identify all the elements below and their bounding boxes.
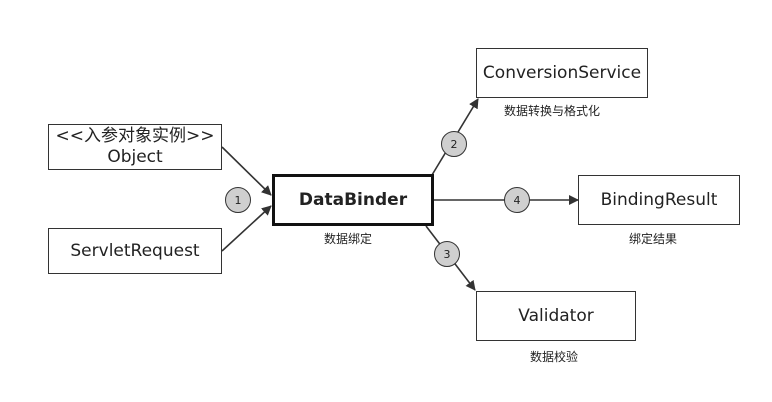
step-badge-2: 2 — [441, 131, 467, 157]
conversion-service-node: ConversionService — [476, 48, 648, 98]
step-badge-4: 4 — [504, 187, 530, 213]
object-node-label: Object — [107, 147, 163, 167]
object-node-stereotype: <<入参对象实例>> — [55, 126, 215, 146]
step-badge-1: 1 — [225, 187, 251, 213]
arrow-object-to-databinder — [221, 146, 272, 196]
arrow-servletrequest-to-databinder — [221, 205, 272, 252]
binding-result-caption: 绑定结果 — [629, 232, 678, 246]
binding-result-label: BindingResult — [600, 189, 718, 210]
object-node: <<入参对象实例>> Object — [48, 124, 222, 170]
conversion-service-caption: 数据转换与格式化 — [504, 104, 601, 118]
data-binder-caption: 数据绑定 — [324, 232, 373, 246]
validator-caption: 数据校验 — [530, 350, 579, 364]
conversion-service-label: ConversionService — [482, 62, 642, 83]
validator-node: Validator — [476, 291, 636, 341]
servlet-request-node: ServletRequest — [48, 228, 222, 274]
binding-result-node: BindingResult — [578, 175, 740, 225]
step-badge-3: 3 — [434, 241, 460, 267]
servlet-request-label: ServletRequest — [70, 240, 200, 261]
data-binder-node: DataBinder — [272, 174, 434, 226]
validator-label: Validator — [518, 305, 594, 326]
data-binder-label: DataBinder — [298, 189, 408, 210]
